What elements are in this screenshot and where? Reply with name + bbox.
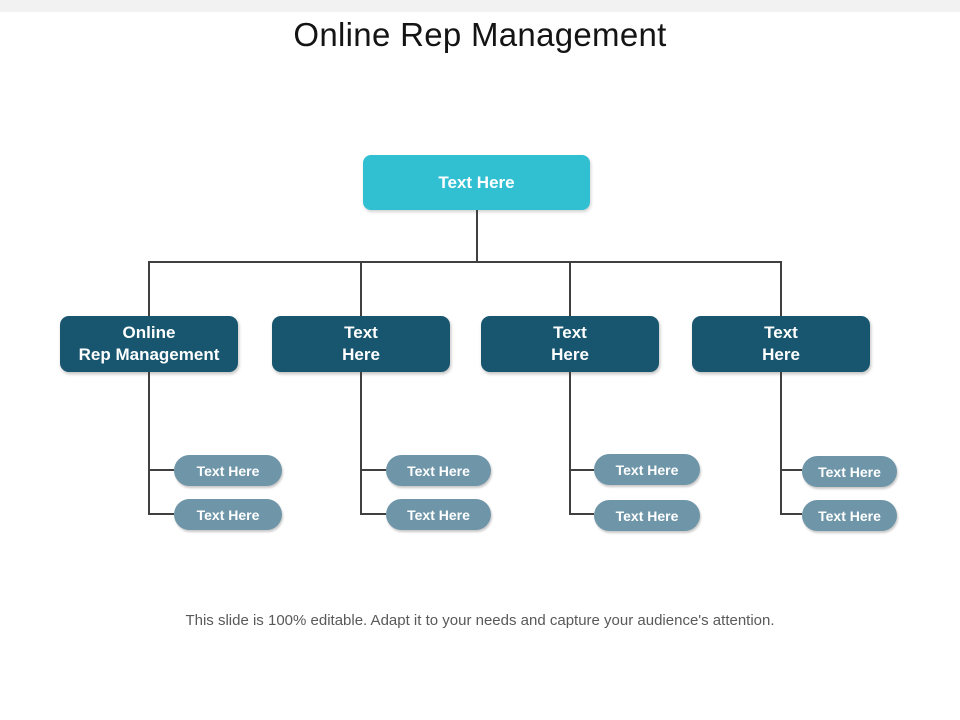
leaf-pill-label: Text Here: [818, 463, 881, 480]
branch-node-1[interactable]: Online Rep Management: [60, 316, 238, 372]
connector-line: [360, 372, 362, 515]
leaf-pill-label: Text Here: [196, 506, 260, 523]
leaf-pill[interactable]: Text Here: [594, 454, 700, 485]
branch-node-3[interactable]: Text Here: [481, 316, 659, 372]
slide-title: Online Rep Management: [293, 16, 667, 53]
connector-line: [362, 513, 386, 515]
connector-line: [150, 469, 174, 471]
connector-line: [569, 261, 571, 316]
branch-node-2[interactable]: Text Here: [272, 316, 450, 372]
connector-line: [148, 261, 150, 316]
leaf-pill[interactable]: Text Here: [174, 455, 282, 486]
connector-line: [360, 261, 362, 316]
top-strip: [0, 0, 960, 12]
leaf-pill[interactable]: Text Here: [386, 455, 491, 486]
connector-line: [476, 210, 478, 262]
leaf-pill[interactable]: Text Here: [802, 456, 897, 487]
branch-node-label: Text Here: [762, 322, 800, 364]
leaf-pill[interactable]: Text Here: [174, 499, 282, 530]
root-node[interactable]: Text Here: [363, 155, 590, 210]
connector-line: [780, 261, 782, 316]
leaf-pill-label: Text Here: [615, 507, 679, 524]
branch-node-label: Text Here: [342, 322, 380, 364]
connector-line: [150, 513, 174, 515]
leaf-pill[interactable]: Text Here: [594, 500, 700, 531]
leaf-pill[interactable]: Text Here: [386, 499, 491, 530]
root-node-label: Text Here: [438, 172, 515, 192]
branch-node-label: Text Here: [551, 322, 589, 364]
branch-node-4[interactable]: Text Here: [692, 316, 870, 372]
slide-caption: This slide is 100% editable. Adapt it to…: [185, 612, 775, 629]
leaf-pill-label: Text Here: [407, 506, 470, 523]
branch-node-label: Online Rep Management: [78, 322, 220, 364]
leaf-pill-label: Text Here: [615, 461, 679, 478]
connector-line: [780, 372, 782, 515]
connector-line: [782, 469, 802, 471]
connector-line: [571, 513, 594, 515]
leaf-pill-label: Text Here: [407, 462, 470, 479]
connector-line: [148, 372, 150, 515]
connector-line: [362, 469, 386, 471]
connector-line: [569, 372, 571, 515]
leaf-pill[interactable]: Text Here: [802, 500, 897, 531]
leaf-pill-label: Text Here: [196, 462, 260, 479]
leaf-pill-label: Text Here: [818, 507, 881, 524]
connector-line: [571, 469, 594, 471]
connector-line: [148, 261, 782, 263]
connector-line: [782, 513, 802, 515]
